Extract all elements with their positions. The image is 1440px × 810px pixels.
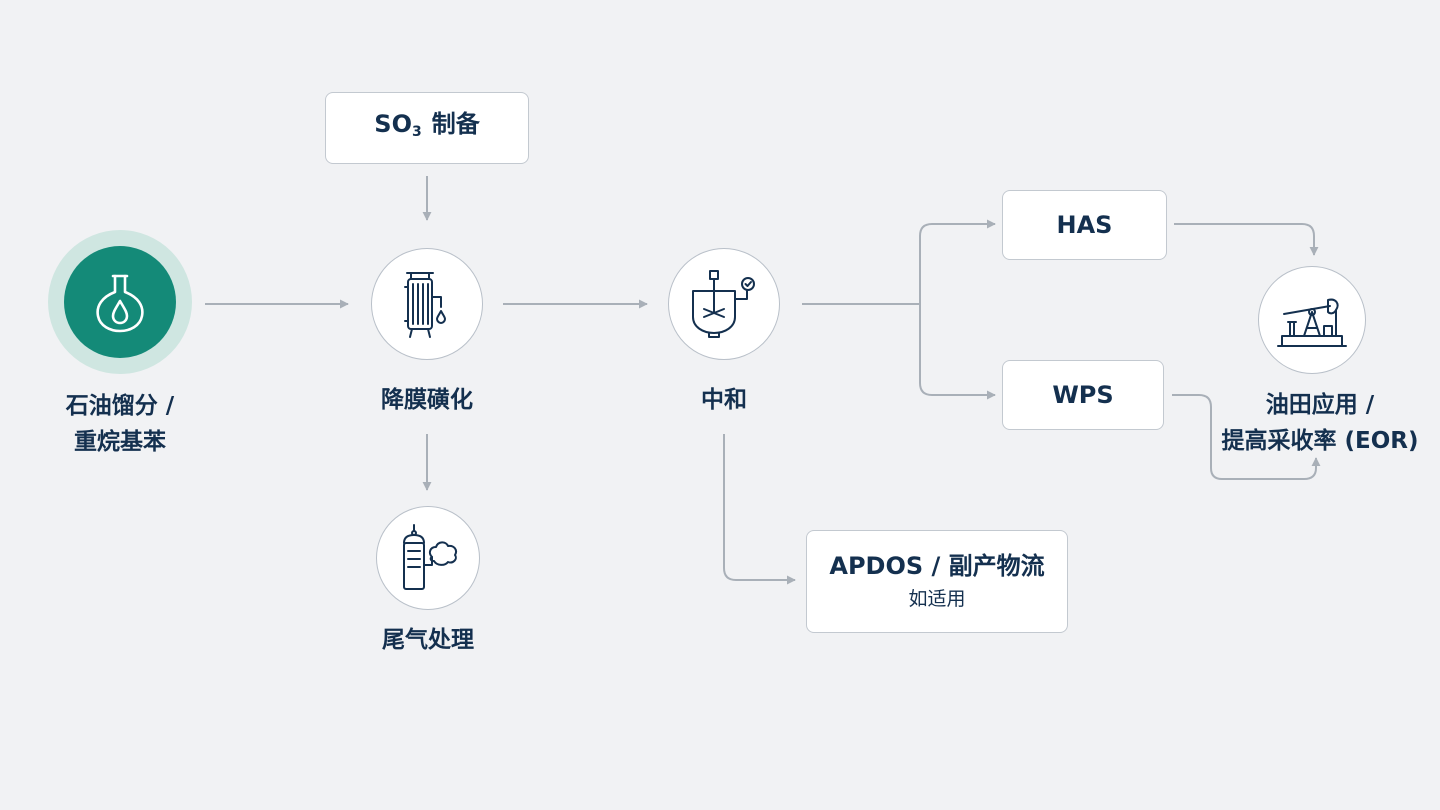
pump-jack-icon: [1277, 298, 1347, 347]
so3-formula: SO: [374, 110, 412, 138]
so3-suffix: 制备: [431, 110, 480, 138]
sulfonation-label: 降膜磺化: [381, 387, 473, 413]
scrubber-tower-icon: [403, 524, 458, 590]
neutralization-label: 中和: [701, 387, 747, 413]
tailgas-label: 尾气处理: [382, 627, 474, 653]
arrow-has-to-oilfield: [1174, 223, 1319, 256]
arrow-wps-to-oilfield: [1172, 394, 1321, 480]
tailgas-node[interactable]: [376, 506, 480, 610]
arrow-split-to-has: [919, 219, 996, 304]
falling-film-reactor-icon: [404, 272, 446, 338]
feedstock-label: 石油馏分 / 重烷基苯: [65, 393, 175, 455]
oilfield-label: 油田应用 / 提高采收率 (EOR): [1221, 392, 1419, 454]
apdos-subtitle: 如适用: [908, 587, 966, 610]
wps-label: WPS: [1052, 381, 1114, 409]
has-label: HAS: [1056, 211, 1113, 239]
oilfield-node[interactable]: [1258, 266, 1366, 374]
feedstock-node[interactable]: [64, 246, 176, 358]
has-box[interactable]: HAS: [1002, 190, 1167, 260]
stirred-tank-reactor-icon: [692, 270, 755, 338]
wps-box[interactable]: WPS: [1002, 360, 1164, 430]
so3-preparation-box[interactable]: SO3 制备: [325, 92, 529, 164]
flask-droplet-icon: [96, 274, 144, 333]
apdos-title: APDOS / 副产物流: [829, 551, 1045, 580]
sulfonation-node[interactable]: [371, 248, 483, 360]
apdos-box[interactable]: APDOS / 副产物流 如适用: [806, 530, 1068, 633]
arrow-neutralization-to-apdos: [723, 434, 796, 585]
so3-subscript: 3: [411, 124, 422, 140]
arrow-split-to-wps: [919, 304, 996, 400]
neutralization-node[interactable]: [668, 248, 780, 360]
